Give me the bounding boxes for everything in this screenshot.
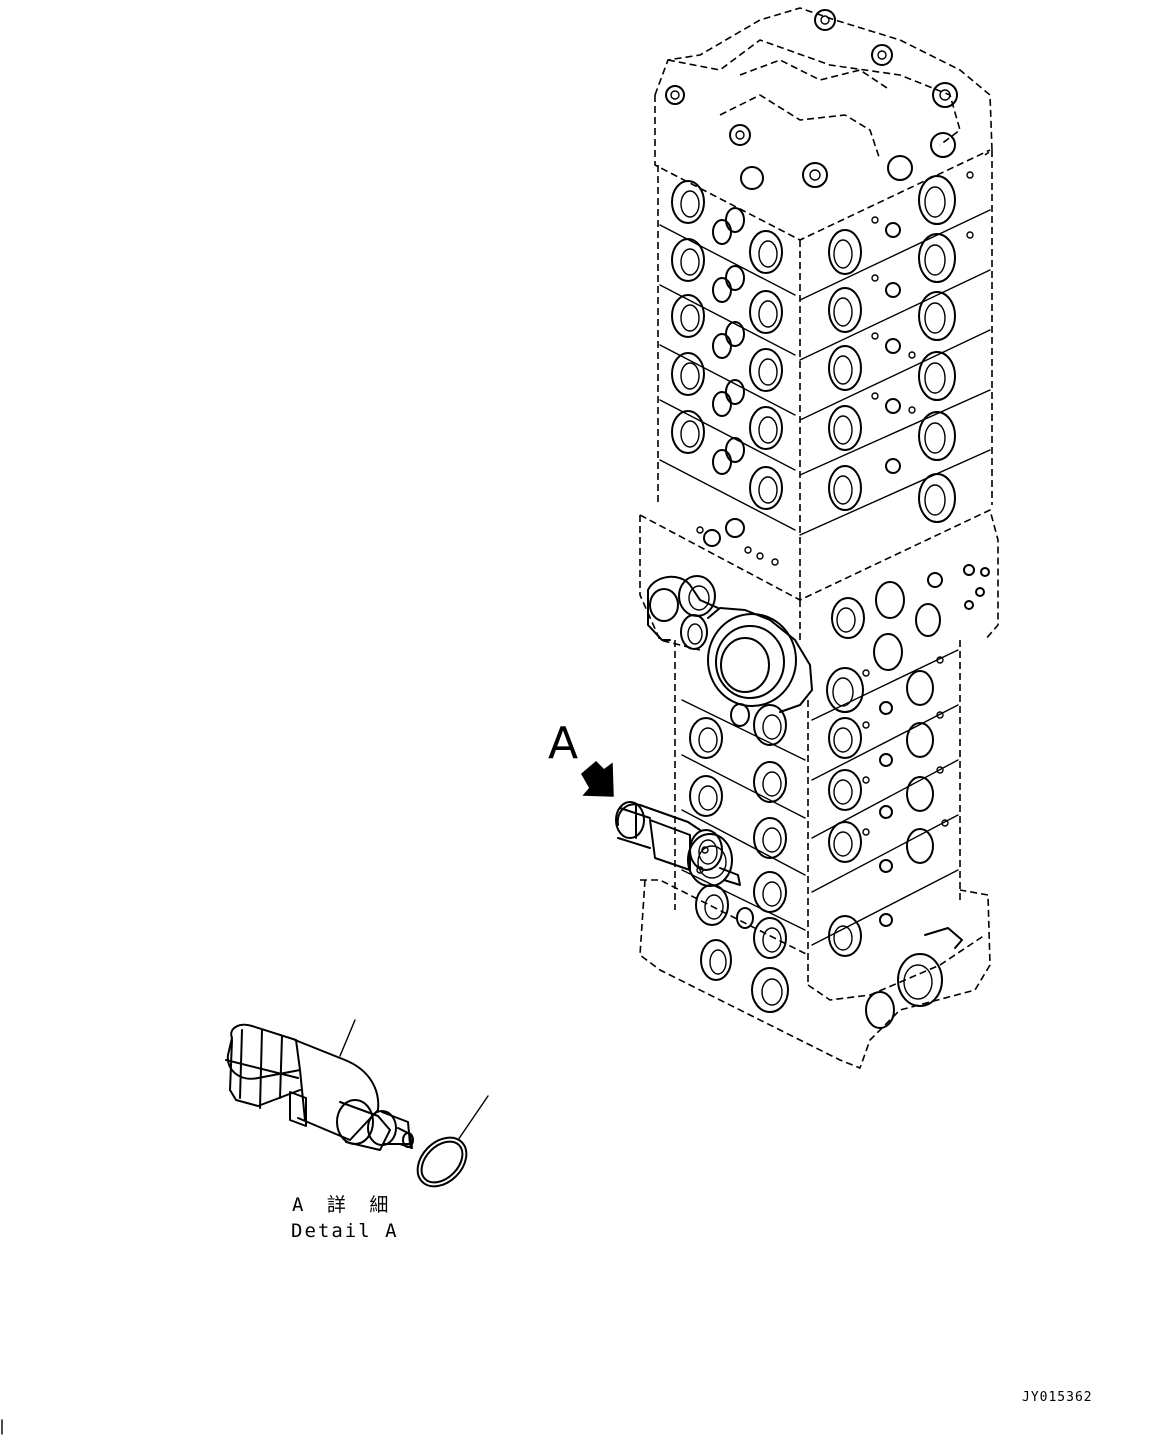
control-valve-lower-block: [639, 575, 991, 1069]
relief-valve-installed: [615, 801, 741, 887]
callout-a-arrow: [581, 760, 614, 797]
left-face-ports: [671, 180, 783, 566]
control-valve-block: [639, 7, 999, 651]
relief-valve-detail: [225, 1019, 414, 1151]
right-face-ports: [828, 171, 974, 523]
drawing-number: JY015362: [1022, 1390, 1093, 1405]
detail-label-english: Detail A: [291, 1220, 399, 1242]
detail-label-japanese: A 詳 細: [292, 1194, 395, 1216]
callout-a-label: A: [548, 718, 579, 769]
o-ring-detail: [416, 1095, 489, 1188]
